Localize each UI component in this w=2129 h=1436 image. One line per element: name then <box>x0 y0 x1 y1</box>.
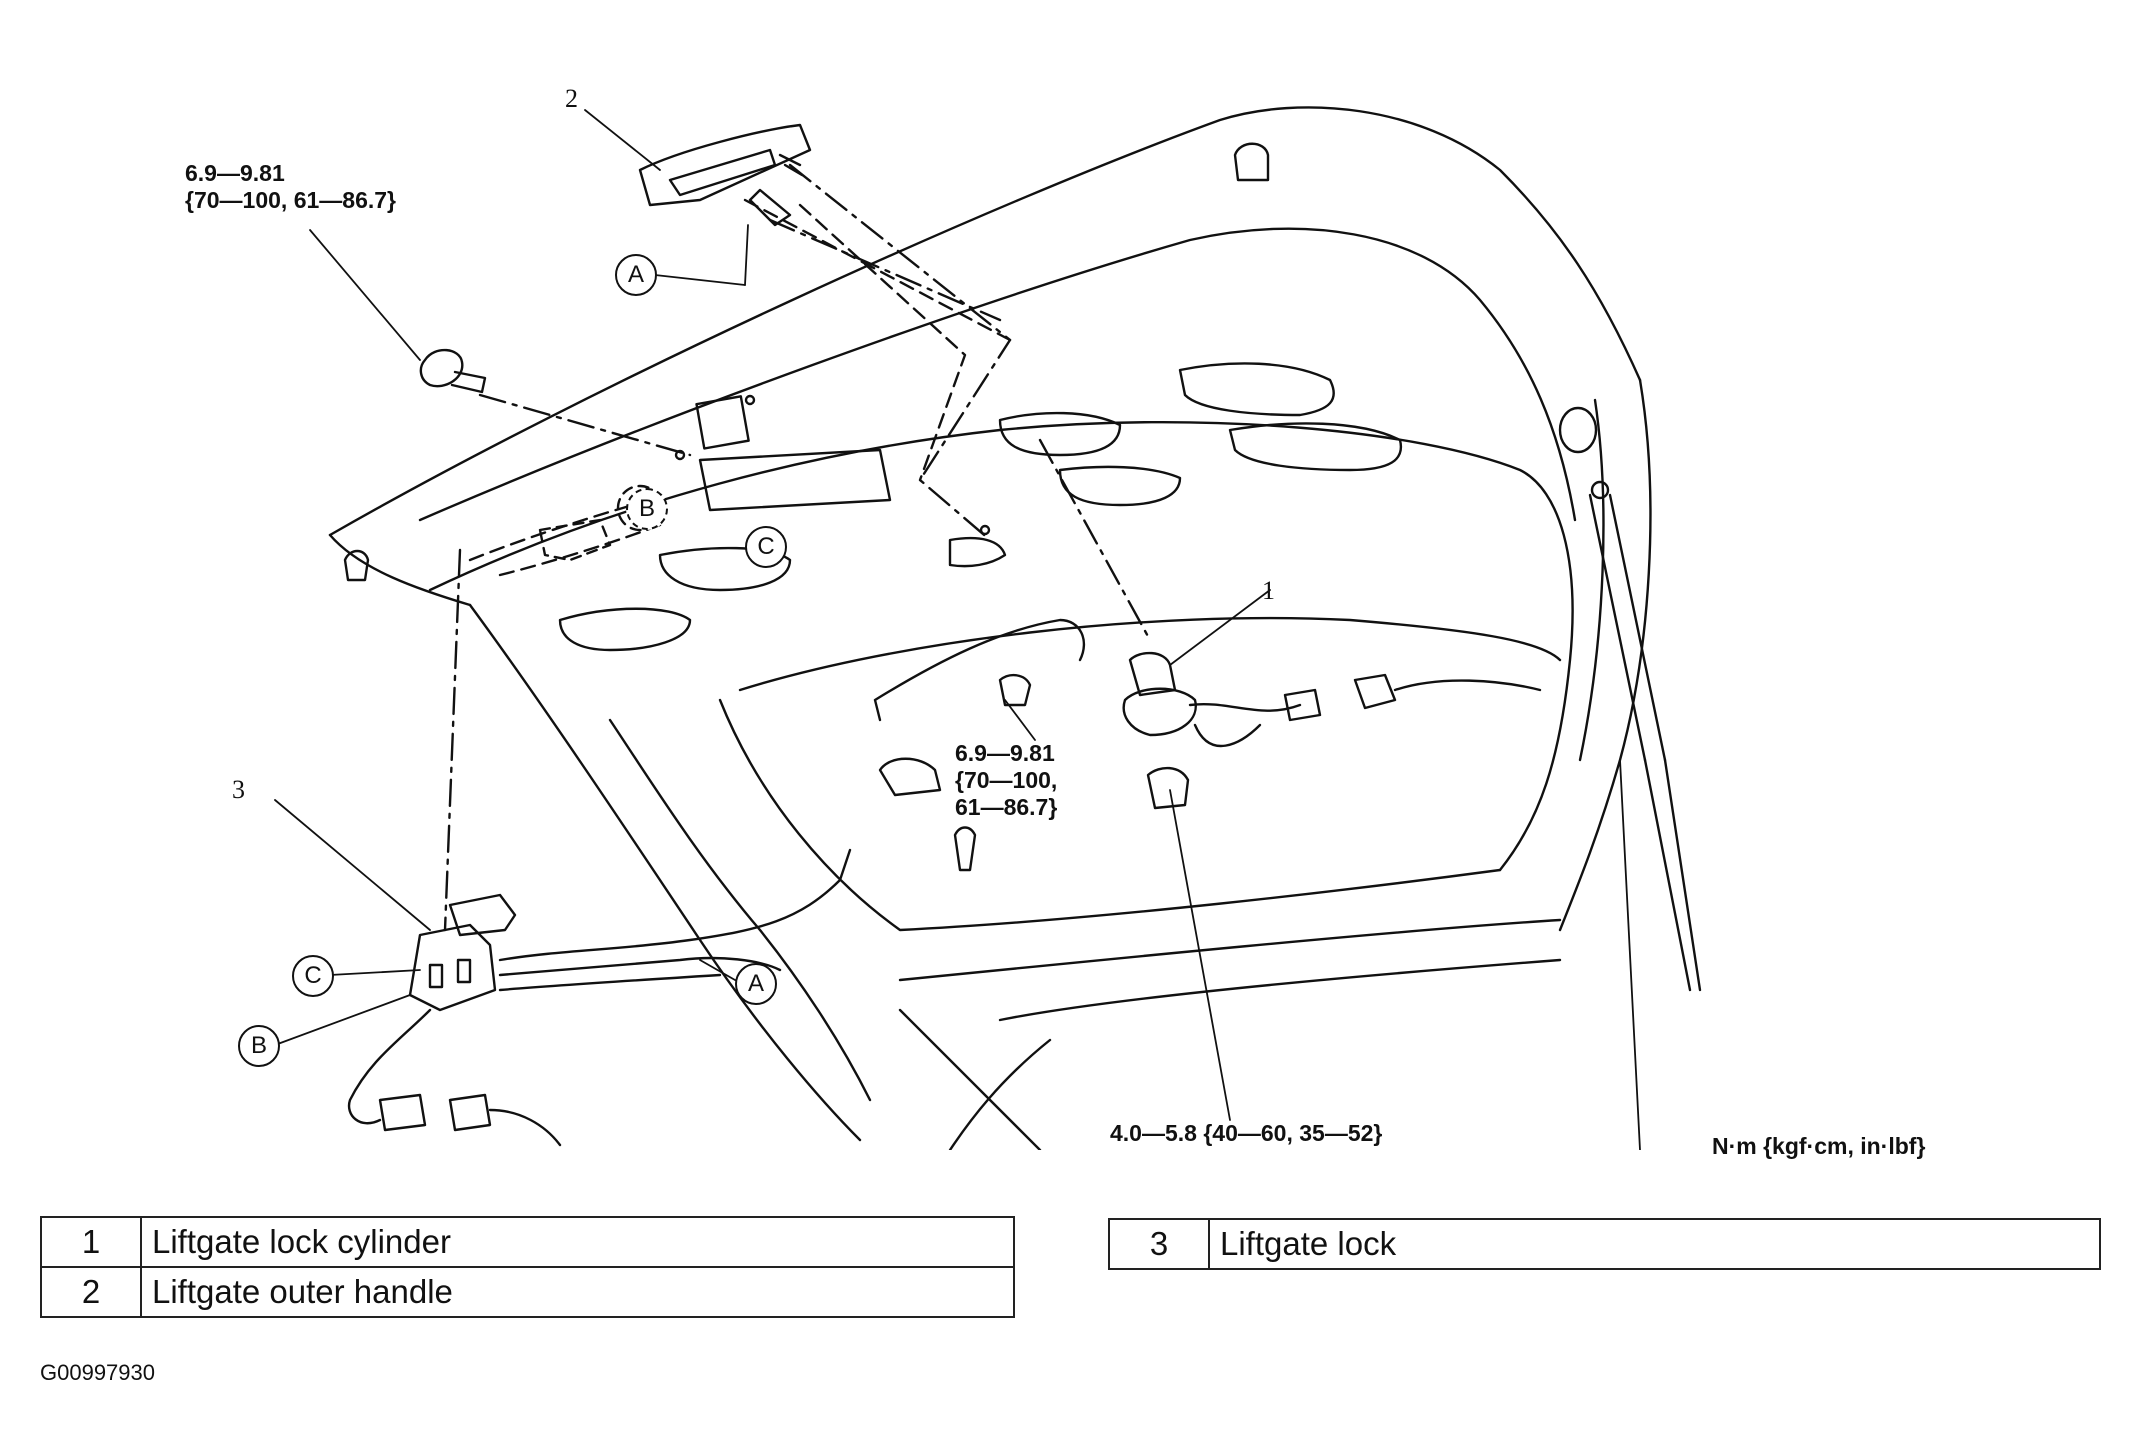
legend-row: 3 Liftgate lock <box>1108 1218 2101 1270</box>
legend-number: 1 <box>40 1216 142 1268</box>
legend-part-name: Liftgate lock <box>1208 1218 2101 1270</box>
callout-letter-b-upper: B <box>626 488 668 530</box>
liftgate-inner-frame <box>428 420 1574 1150</box>
bolt-upper-left-icon <box>419 348 487 394</box>
handle-opening <box>695 395 750 450</box>
torque-cylinder-nut: 4.0—5.8 {40—60, 35—52} <box>1110 1120 1383 1146</box>
torque-nut-center-line2: {70—100, <box>955 767 1058 793</box>
harness-connector-right <box>1353 673 1542 710</box>
strut-mount-icon <box>1558 406 1598 454</box>
callout-part-1: 1 <box>1262 576 1275 605</box>
bump-stop-left-icon <box>343 549 370 582</box>
callout-letter-b-lower: B <box>238 1025 280 1067</box>
legend-number: 2 <box>40 1266 142 1318</box>
torque-bolt-upper-left-line2: {70—100, 61—86.7} <box>185 187 396 213</box>
alignment-lines <box>443 163 1152 932</box>
legend-part-name: Liftgate outer handle <box>140 1266 1015 1318</box>
legend-row: 1 Liftgate lock cylinder <box>40 1216 1015 1268</box>
callout-part-2: 2 <box>565 84 578 113</box>
lock-cylinder-part <box>1122 651 1322 748</box>
liftgate-exploded-diagram <box>274 106 1702 1150</box>
callout-letter-a-lower: A <box>735 963 777 1005</box>
bolt-hole-lower <box>744 394 756 406</box>
torque-units: N·m {kgf·cm, in·lbf} <box>1712 1133 1926 1159</box>
leader-lines <box>274 109 1641 1150</box>
panel-openings <box>558 362 1403 652</box>
torque-bolt-upper-left: 6.9—9.81 {70—100, 61—86.7} <box>185 160 396 214</box>
liftgate-lock-part <box>408 893 517 1012</box>
lock-control-rods <box>498 848 852 992</box>
legend-table-right: 3 Liftgate lock <box>1108 1218 2101 1270</box>
legend-part-name: Liftgate lock cylinder <box>140 1216 1015 1268</box>
torque-bolt-upper-left-line1: 6.9—9.81 <box>185 160 285 186</box>
torque-nut-center-line1: 6.9—9.81 <box>955 740 1055 766</box>
legend-row: 2 Liftgate outer handle <box>40 1266 1015 1318</box>
center-latch-part <box>878 757 977 872</box>
legend-number: 3 <box>1108 1218 1210 1270</box>
callout-letter-c-lower: C <box>292 955 334 997</box>
figure-code: G00997930 <box>40 1360 155 1385</box>
center-nut-icon <box>998 673 1032 707</box>
torque-nut-center: 6.9—9.81 {70—100, 61—86.7} <box>955 740 1057 821</box>
callout-letter-c-upper: C <box>745 526 787 568</box>
callout-letter-a-upper: A <box>615 254 657 296</box>
lock-harness <box>347 1008 562 1147</box>
lock-rod <box>873 618 1086 722</box>
outer-handle-part <box>638 123 812 227</box>
bolt-hole-right <box>979 524 991 536</box>
liftgate-outer-panel <box>328 106 1652 932</box>
callout-part-3: 3 <box>232 775 245 804</box>
legend-table-left: 1 Liftgate lock cylinder 2 Liftgate oute… <box>40 1216 1015 1318</box>
lock-link-rod <box>608 718 872 1102</box>
gas-strut <box>1588 480 1702 992</box>
dashed-lines <box>468 198 1012 577</box>
bump-stop-top-icon <box>1233 142 1270 182</box>
torque-nut-center-line3: 61—86.7} <box>955 794 1058 820</box>
cylinder-retaining-nut-icon <box>1146 766 1190 810</box>
